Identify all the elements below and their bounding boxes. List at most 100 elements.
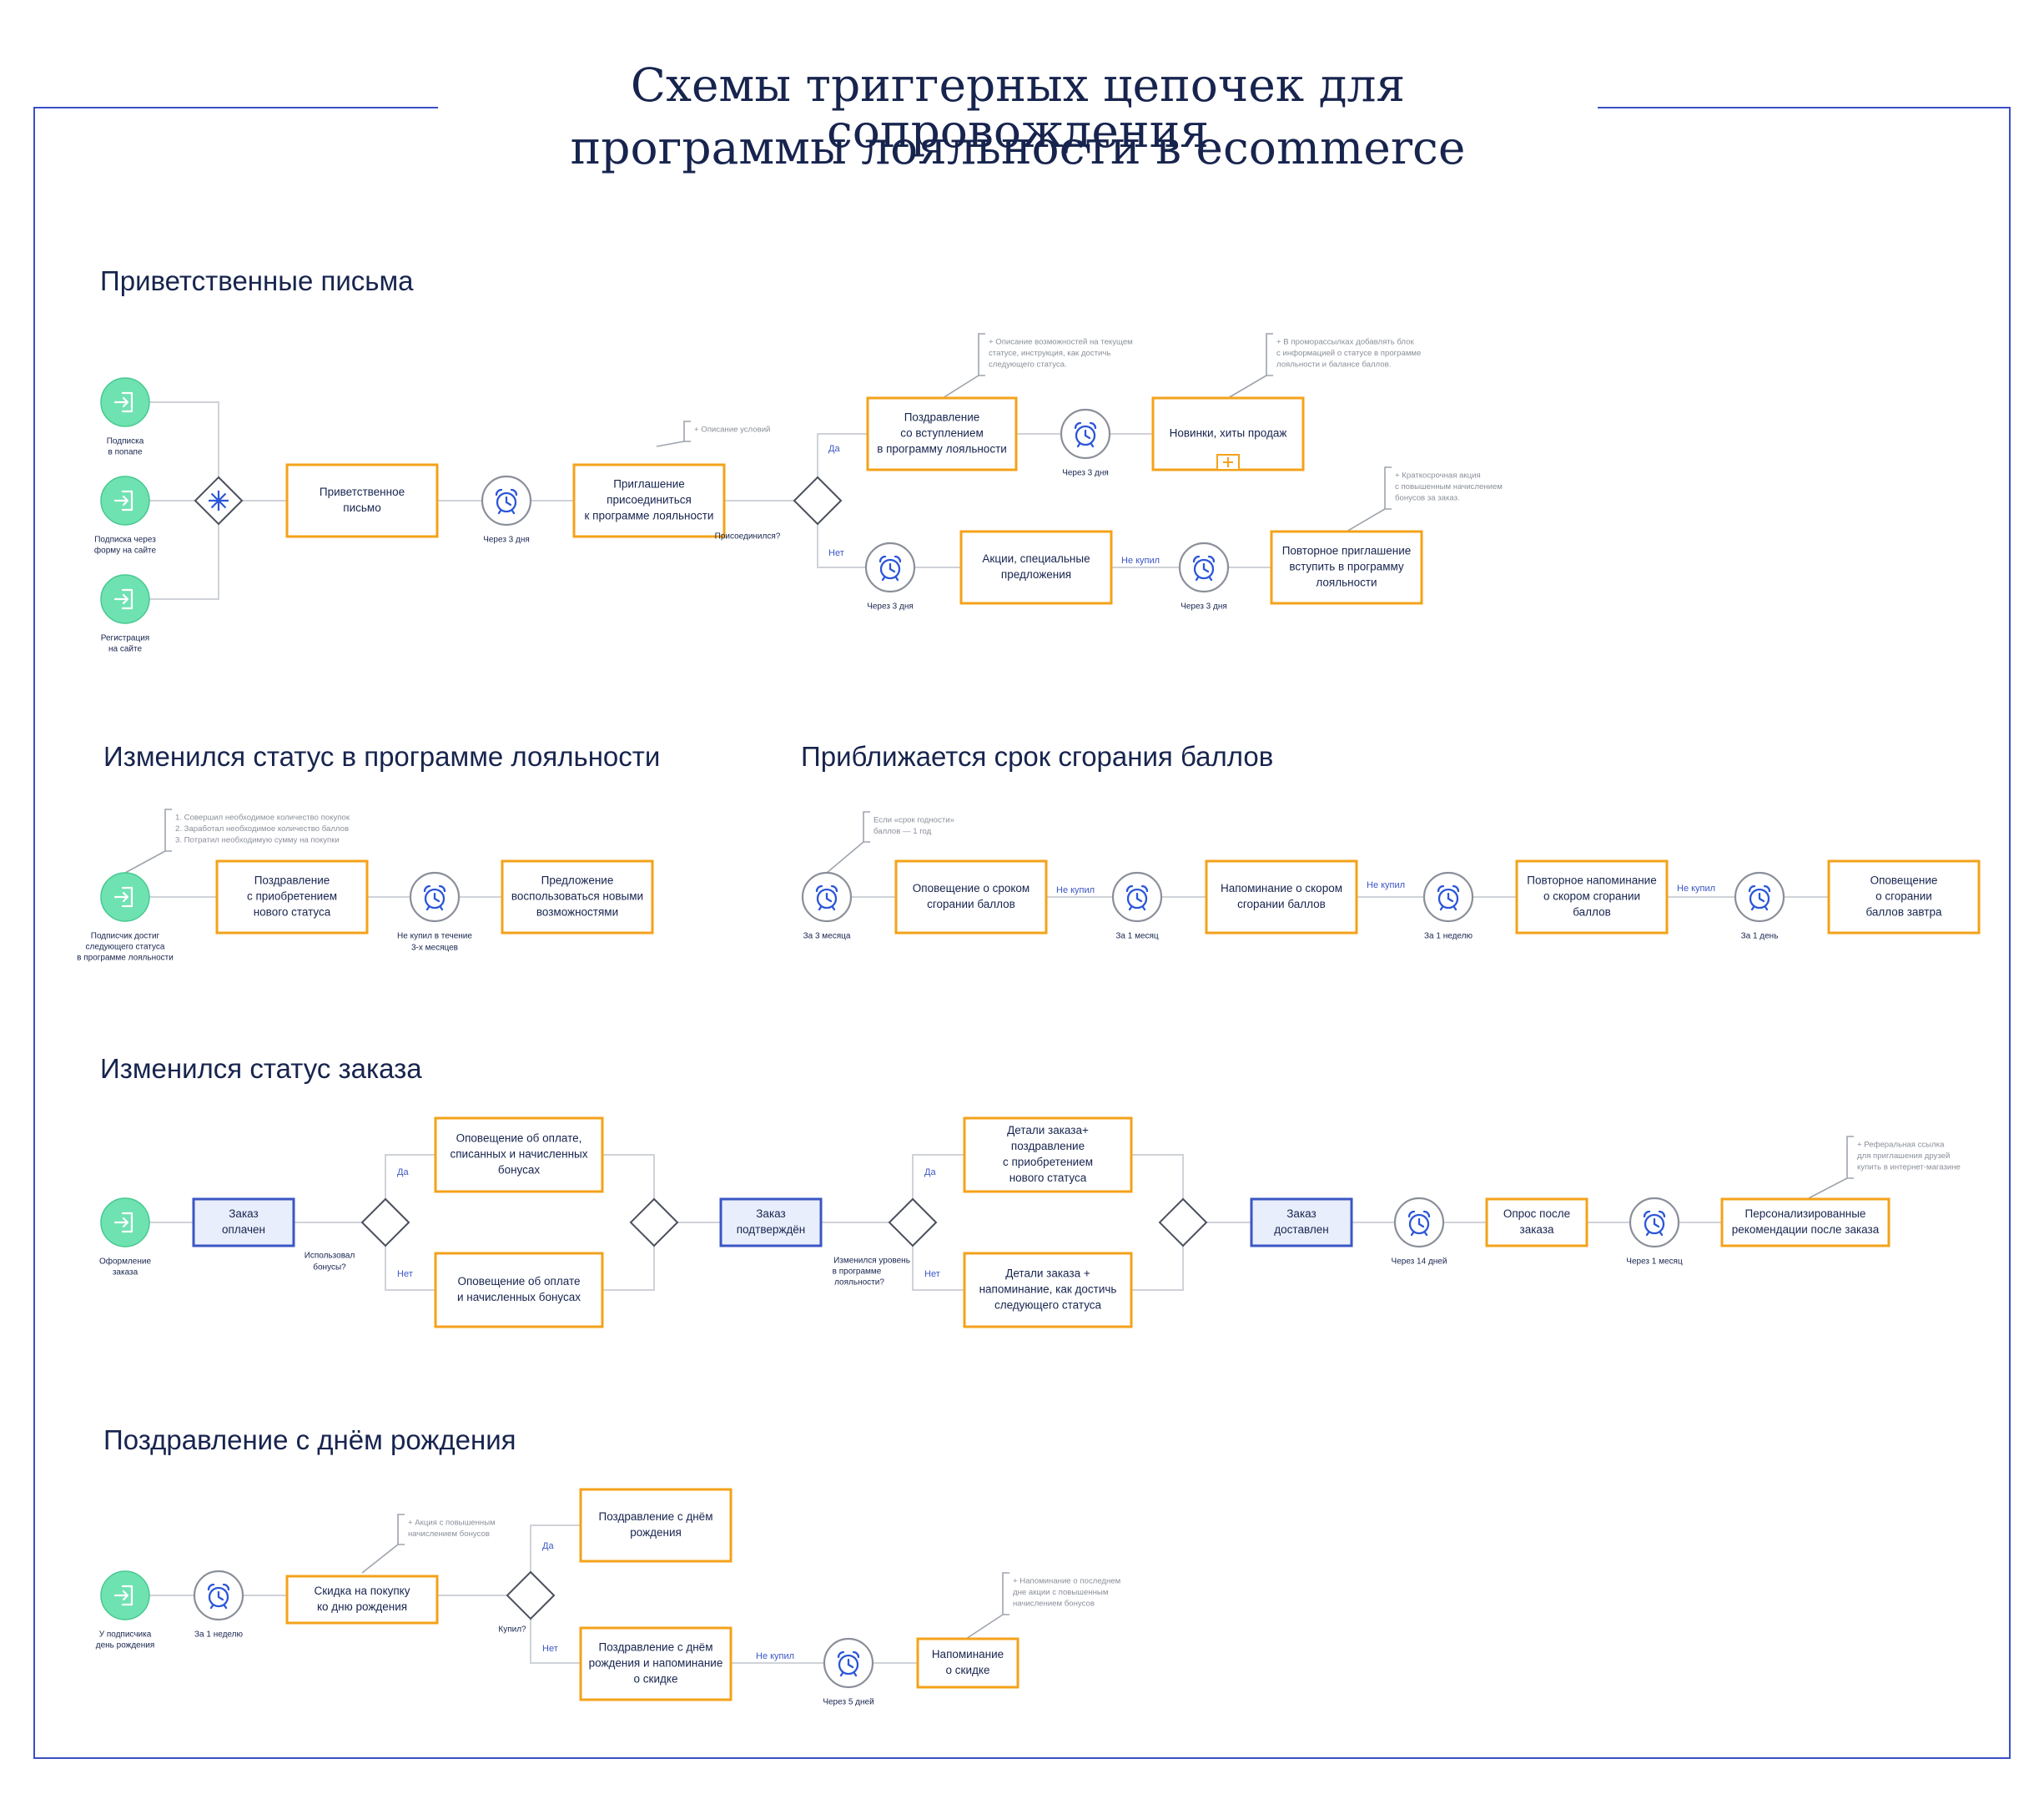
login-door	[121, 588, 133, 610]
alarm-clock-legs	[1128, 905, 1146, 911]
box-status-congrats-text-line: с приобретением	[247, 890, 337, 903]
section-heading-points-expiry: Приближается срок сгорания баллов	[801, 741, 1274, 772]
connector-bonus-no-merge	[602, 1246, 655, 1291]
timer-5-days-caption-text-line: Через 5 дней	[823, 1698, 873, 1707]
box-loyalty-invite-text-line: Приглашение	[613, 478, 685, 491]
box-joined-congrats-text-line: Поздравление	[904, 411, 980, 424]
box-loyalty-invite-text-line: присоединиться	[607, 494, 692, 506]
note-status-criteria-text-line: 2. Заработал необходимое количество балл…	[175, 824, 349, 834]
box-paid-bonus-used: Оповещение об оплате,списанных и начисле…	[434, 1116, 604, 1193]
box-expiry-repeat-reminder-text-line: о скором сгорании	[1543, 890, 1640, 903]
note-short-promo-text-line: бонусов за заказ.	[1395, 494, 1460, 503]
box-reinvite-text-line: вступить в программу	[1289, 561, 1404, 573]
note-status-criteria-text-line: 3. Потратил необходимую сумму на покупки	[175, 836, 340, 845]
box-paid-bonus-earned-text-line: и начисленных бонусах	[457, 1291, 581, 1303]
alarm-clock-icon	[815, 884, 838, 911]
box-order-details-congrats-text-line: с приобретением	[1003, 1156, 1093, 1168]
alarm-clock-hands	[1135, 892, 1143, 903]
edge-label-bought-yes: Да	[542, 1541, 554, 1551]
box-order-details-congrats-text-line: нового статуса	[1009, 1172, 1087, 1184]
box-birthday-discount-frame	[285, 1575, 439, 1625]
timer-not-bought-3months-caption-text-line: 3-х месяцев	[411, 944, 458, 953]
login-door	[121, 1585, 133, 1606]
page-title-line-1: Схемы триггерных цепочек для сопровожден…	[630, 58, 1406, 158]
box-discount-reminder-frame	[916, 1637, 1019, 1689]
box-news-bestsellers-text: Новинки, хиты продаж	[1170, 427, 1287, 440]
login-door	[121, 1212, 133, 1233]
alarm-clock-hands	[433, 892, 441, 903]
alarm-clock-legs	[881, 576, 899, 582]
alarm-clock-bells	[1643, 1210, 1666, 1218]
box-loyalty-invite-frame	[572, 463, 726, 538]
alarm-clock-face	[1644, 1213, 1665, 1235]
box-expiry-repeat-reminder-text-line: Повторное напоминание	[1527, 874, 1656, 887]
timer-not-bought-3months-caption-text: Не купил в течение 3-х месяцев	[397, 932, 472, 953]
status-order-delivered-frame	[1250, 1197, 1353, 1247]
connector-no-branch	[817, 524, 866, 568]
note-promo-block-bracket	[1266, 333, 1273, 376]
box-birthday-discount-text-line: Скидка на покупку	[315, 1585, 410, 1597]
alarm-clock-face	[424, 888, 446, 910]
box-welcome-letter: Приветственное письмо	[285, 463, 439, 538]
box-paid-bonus-used-text: Оповещение об оплате,списанных и начисле…	[450, 1132, 587, 1177]
alarm-clock-face	[1075, 425, 1096, 446]
alarm-clock-bells	[837, 1650, 860, 1659]
box-expiry-notice-frame	[894, 859, 1048, 935]
box-welcome-letter-text-line: письмо	[343, 501, 380, 514]
alarm-clock-icon	[495, 488, 518, 515]
connector-level-no-merge	[1131, 1246, 1184, 1291]
box-paid-bonus-earned-frame	[434, 1252, 604, 1328]
timer-not-bought-3months-caption-text-line: Не купил в течение	[397, 932, 472, 941]
alarm-clock-legs	[425, 905, 444, 911]
login-arrow	[113, 593, 129, 605]
note-bonus-promo-bracket	[397, 1514, 405, 1545]
gateway-merge-bonus	[629, 1197, 679, 1247]
login-arrow	[113, 495, 129, 506]
connector-bought-yes	[530, 1524, 581, 1572]
start-birthday-caption-text-line: день рождения	[96, 1641, 155, 1650]
box-welcome-letter-frame	[285, 463, 439, 538]
status-order-paid-text-line: оплачен	[222, 1223, 265, 1236]
box-new-features-offer-text-line: Предложение	[541, 874, 614, 887]
login-door	[121, 886, 133, 908]
box-personal-recommendations-text-line: рекомендации после заказа	[1732, 1223, 1880, 1236]
timer-1-week	[1422, 871, 1474, 923]
note-status-info-bracket	[978, 333, 985, 376]
timer-1-month	[1111, 871, 1163, 923]
box-expiry-notice-text-line: Оповещение о сроком	[913, 882, 1030, 894]
box-expiry-tomorrow-text-line: баллов завтра	[1865, 906, 1942, 919]
status-order-paid-text-line: Заказ	[229, 1207, 258, 1220]
alarm-clock-icon	[1074, 421, 1097, 448]
alarm-clock-face	[1749, 888, 1770, 910]
note-bonus-promo-leader	[361, 1544, 399, 1574]
box-reinvite-text-line: лояльности	[1316, 577, 1377, 589]
box-welcome-letter-text-line: Приветственное	[320, 486, 405, 498]
login-arrow	[113, 891, 129, 903]
timer-3-months	[801, 871, 853, 923]
note-referral-link-text-line: + Реферальная ссылка	[1857, 1141, 1945, 1150]
note-points-lifetime-text: Если «срок годности»баллов — 1 год	[873, 816, 954, 837]
gateway-level-label-3: лояльности?	[834, 1278, 884, 1288]
edge-label-level-no: Нет	[924, 1269, 940, 1279]
alarm-clock-hands	[1653, 1217, 1660, 1228]
box-joined-congrats-text-line: со вступлением	[900, 427, 984, 440]
note-conditions: + Описание условий	[656, 421, 770, 447]
connector-bonus-yes	[385, 1154, 435, 1199]
note-status-criteria-text-line: 1. Совершил необходимое количество покуп…	[175, 814, 350, 823]
status-order-confirmed-text-line: подтверждён	[737, 1223, 806, 1236]
